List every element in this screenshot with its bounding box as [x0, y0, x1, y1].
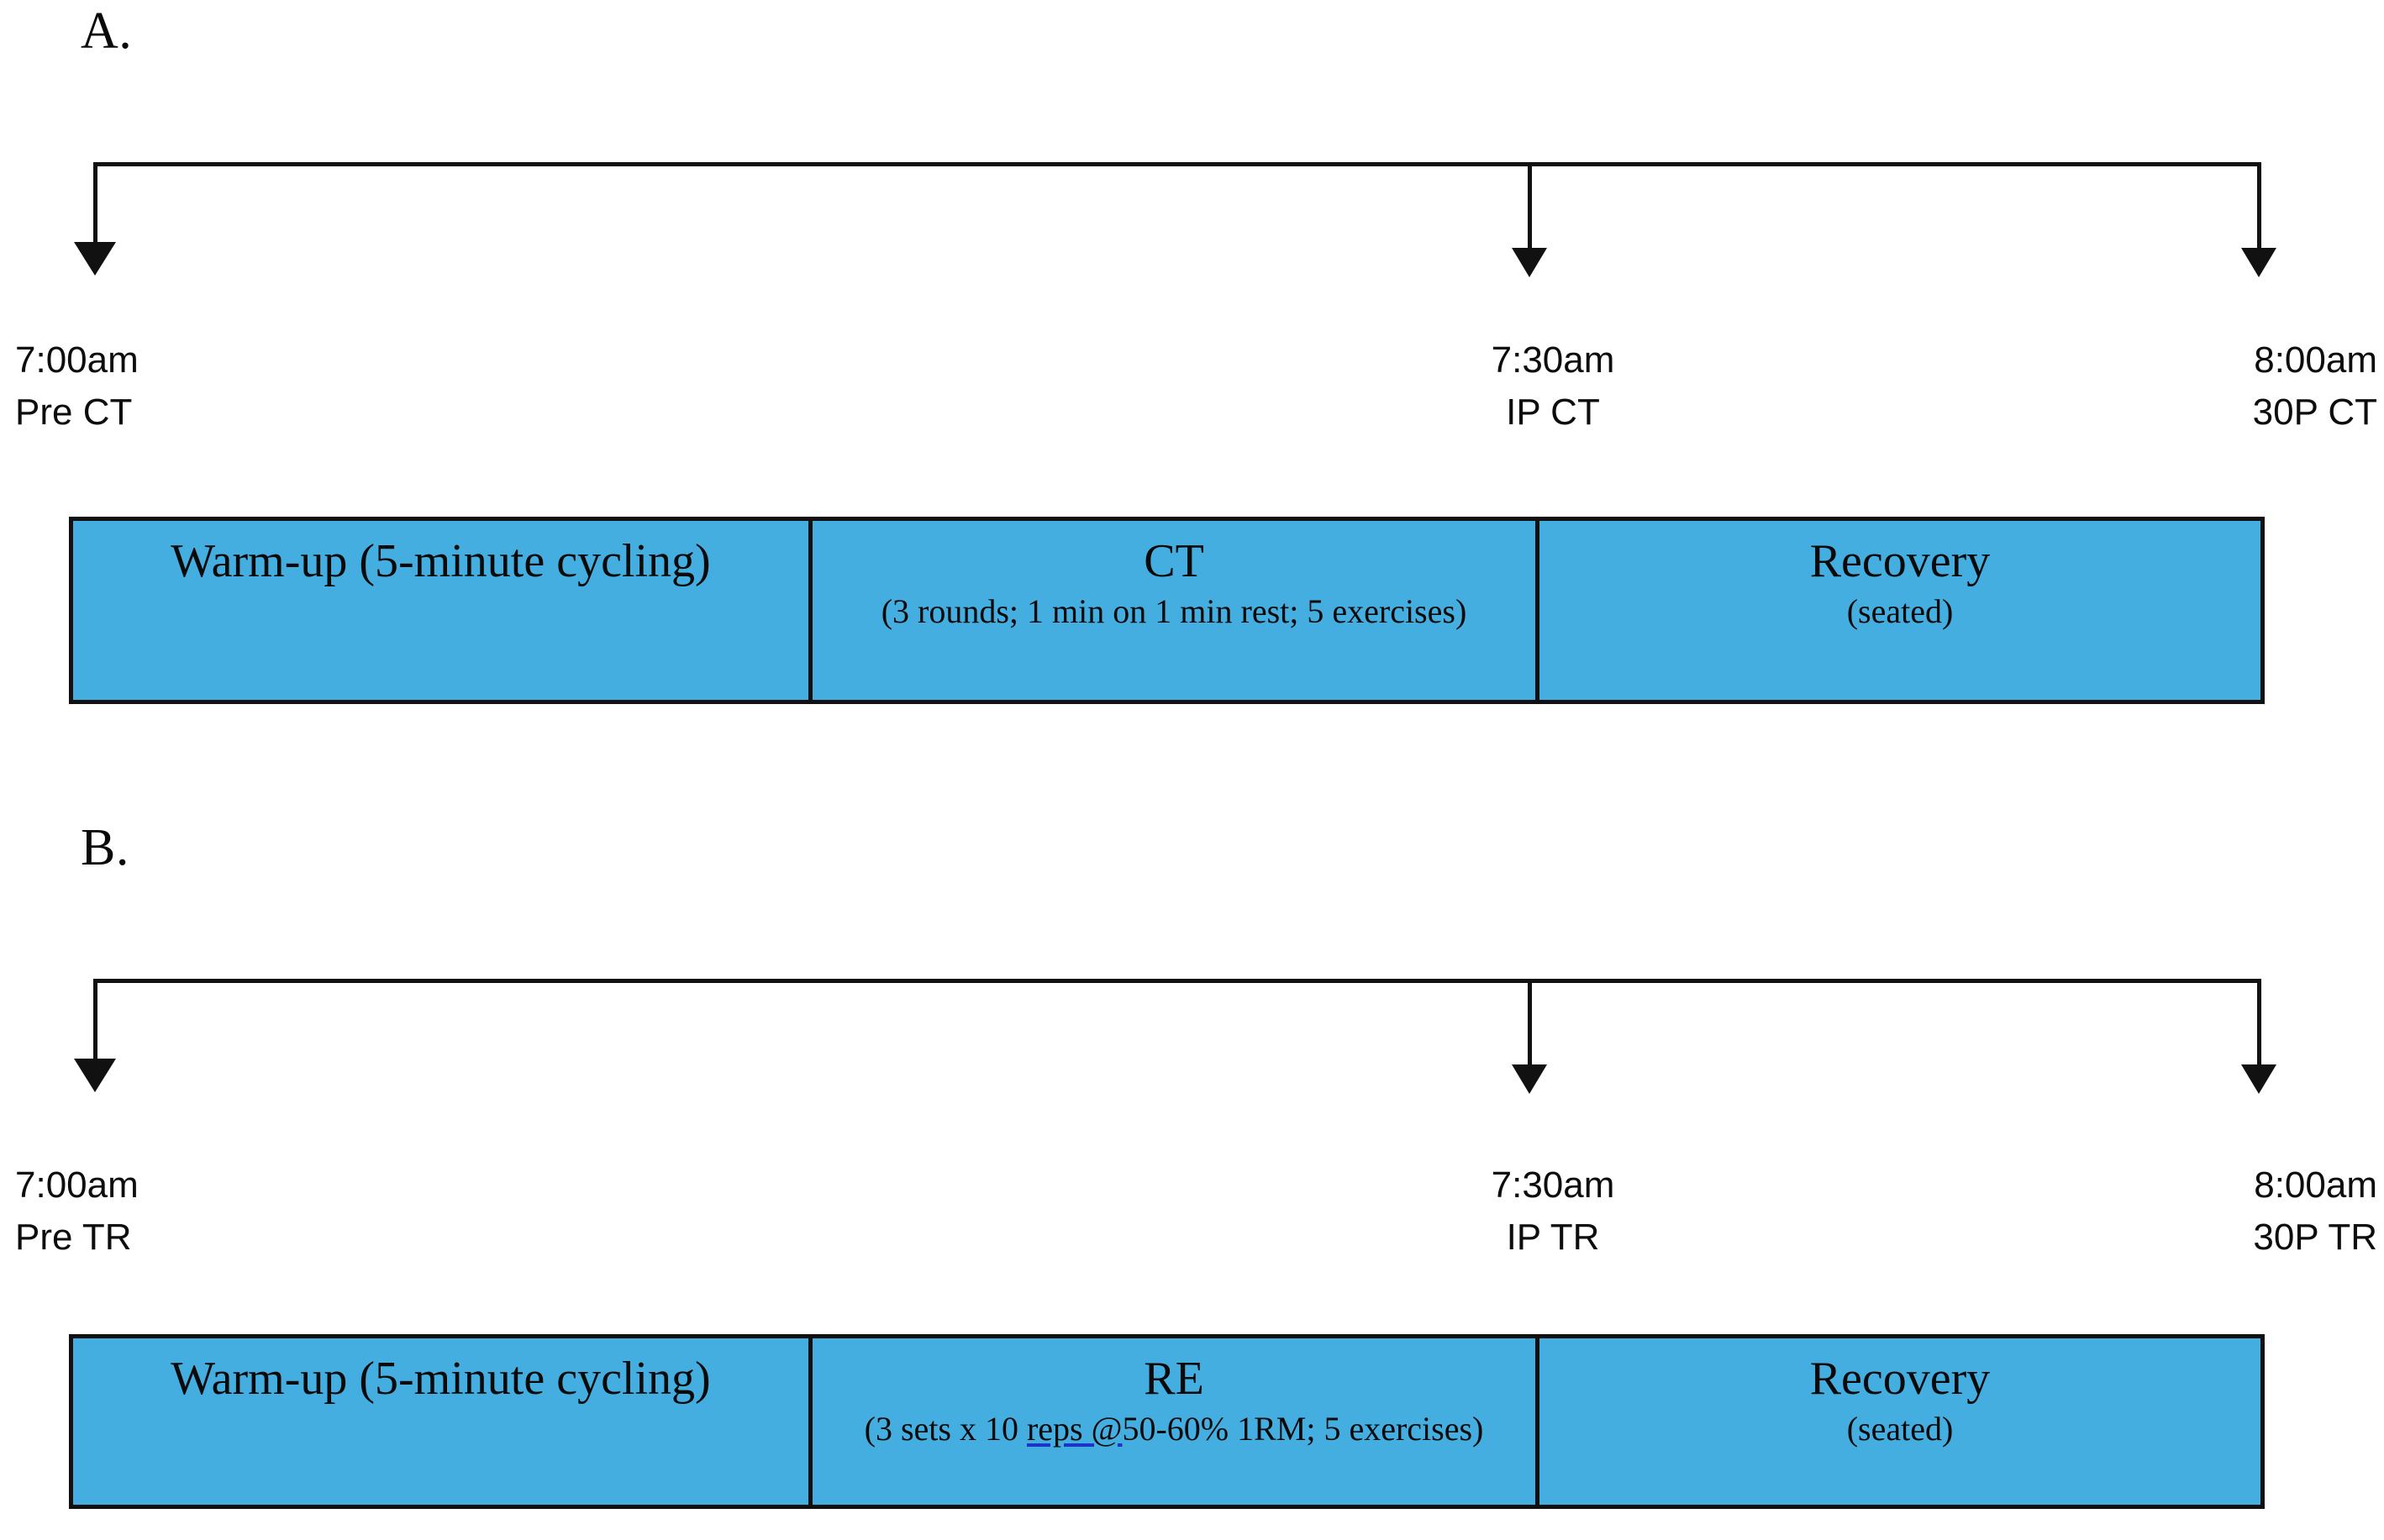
bar-cell-recovery: Recovery (seated)	[1535, 521, 2260, 700]
bar-cell-warmup: Warm-up (5-minute cycling)	[73, 521, 808, 700]
panel-b-letter: B.	[81, 819, 129, 876]
tick-arrowhead-30p	[2241, 1064, 2276, 1094]
subtitle-part-post: 50-60% 1RM; 5 exercises)	[1122, 1410, 1484, 1448]
subtitle-spellcheck-flagged: reps @	[1026, 1410, 1123, 1448]
tick-stem-pre	[93, 162, 97, 248]
tick-time: 8:00am	[2254, 339, 2377, 381]
tick-stem-ip	[1528, 162, 1532, 250]
tick-name: IP TR	[1506, 1217, 1600, 1258]
subtitle-part-pre: (3 sets x 10	[864, 1410, 1027, 1448]
bar-cell-ct: CT (3 rounds; 1 min on 1 min rest; 5 exe…	[808, 521, 1535, 700]
tick-label-30p-ct: 8:00am 30P CT	[2253, 334, 2377, 439]
tick-time: 7:00am	[15, 339, 139, 381]
panel-b-protocol-bar: Warm-up (5-minute cycling) RE (3 sets x …	[69, 1334, 2265, 1509]
bar-cell-subtitle: (3 sets x 10 reps @50-60% 1RM; 5 exercis…	[853, 1407, 1496, 1451]
tick-arrowhead-pre	[74, 1059, 116, 1092]
tick-stem-30p	[2257, 162, 2261, 250]
tick-name: IP CT	[1506, 392, 1600, 433]
bar-cell-subtitle: (seated)	[1846, 592, 1954, 630]
tick-name: 30P CT	[2252, 392, 2377, 433]
tick-arrowhead-30p	[2241, 248, 2276, 277]
tick-label-ip-ct: 7:30am IP CT	[1492, 334, 1615, 439]
panel-a-protocol-bar: Warm-up (5-minute cycling) CT (3 rounds;…	[69, 517, 2265, 704]
bar-cell-re: RE (3 sets x 10 reps @50-60% 1RM; 5 exer…	[808, 1338, 1535, 1505]
tick-stem-ip	[1528, 979, 1532, 1067]
bar-cell-subtitle: (seated)	[1846, 1410, 1954, 1448]
bar-cell-title: RE	[1144, 1353, 1204, 1405]
tick-time: 7:30am	[1491, 339, 1615, 381]
bar-cell-subtitle: (3 rounds; 1 min on 1 min rest; 5 exerci…	[881, 592, 1467, 630]
bar-cell-title: Recovery	[1809, 535, 1991, 587]
tick-label-pre-ct: 7:00am Pre CT	[15, 334, 139, 439]
tick-stem-30p	[2257, 979, 2261, 1067]
tick-time: 8:00am	[2254, 1164, 2377, 1206]
tick-label-ip-tr: 7:30am IP TR	[1492, 1159, 1615, 1264]
tick-name: 30P TR	[2253, 1217, 2377, 1258]
timeline-axis-line	[93, 979, 2261, 983]
tick-time: 7:30am	[1491, 1164, 1615, 1206]
bar-cell-recovery: Recovery (seated)	[1535, 1338, 2260, 1505]
panel-a-letter: A.	[81, 3, 133, 60]
tick-name: Pre TR	[15, 1217, 132, 1258]
bar-cell-title: Warm-up (5-minute cycling)	[171, 1353, 711, 1405]
panel-a-timeline	[0, 0, 2384, 277]
bar-cell-title: CT	[1144, 535, 1204, 587]
tick-name: Pre CT	[15, 392, 133, 433]
bar-cell-title: Warm-up (5-minute cycling)	[171, 535, 711, 587]
bar-cell-warmup: Warm-up (5-minute cycling)	[73, 1338, 808, 1505]
tick-arrowhead-pre	[74, 242, 116, 276]
tick-arrowhead-ip	[1512, 1064, 1547, 1094]
tick-label-pre-tr: 7:00am Pre TR	[15, 1159, 139, 1264]
tick-label-30p-tr: 8:00am 30P TR	[2253, 1159, 2377, 1264]
tick-arrowhead-ip	[1512, 248, 1547, 277]
bar-cell-title: Recovery	[1809, 1353, 1991, 1405]
tick-stem-pre	[93, 979, 97, 1064]
panel-b-timeline	[0, 817, 2384, 1094]
tick-time: 7:00am	[15, 1164, 139, 1206]
timeline-axis-line	[93, 162, 2261, 166]
